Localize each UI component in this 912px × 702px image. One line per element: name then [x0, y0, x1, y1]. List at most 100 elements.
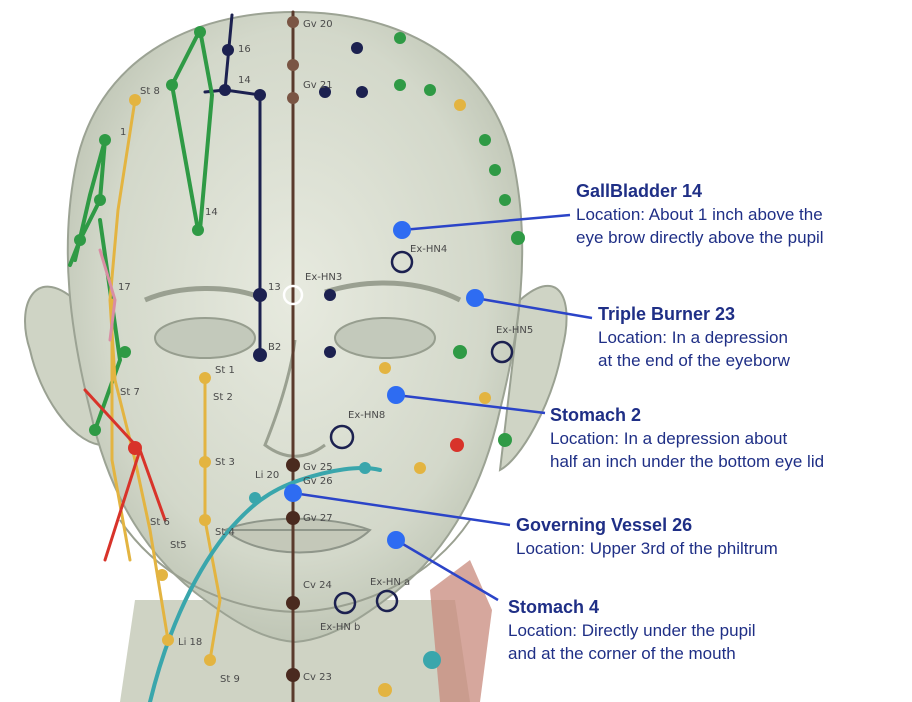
callout-location: Location: About 1 inch above the: [576, 203, 824, 226]
point-label: 16: [238, 44, 251, 55]
point-label: St 9: [220, 674, 240, 685]
large-intestine-point: [423, 651, 441, 669]
point-label: Li 18: [178, 637, 202, 648]
gallbladder-point: [424, 84, 436, 96]
point-label: St 7: [120, 387, 140, 398]
callout-triple-burner-23: Triple Burner 23 Location: In a depressi…: [598, 303, 790, 372]
bladder-point: [253, 348, 267, 362]
point-label: Ex-HN4: [410, 244, 447, 255]
callout-governing-vessel-26: Governing Vessel 26 Location: Upper 3rd …: [516, 514, 778, 560]
bladder-point: [219, 84, 231, 96]
bladder-point: [356, 86, 368, 98]
bladder-point: [254, 89, 266, 101]
gallbladder-point: [94, 194, 106, 206]
point-label: St 2: [213, 392, 233, 403]
point-label: 14: [238, 75, 251, 86]
gallbladder-point: [394, 32, 406, 44]
point-label: St 3: [215, 457, 235, 468]
gallbladder-point: [194, 26, 206, 38]
red-point: [128, 441, 142, 455]
point-label: St 1: [215, 365, 235, 376]
gallbladder-point: [498, 433, 512, 447]
marker-stomach-4: [387, 531, 405, 549]
point-label: Li 20: [255, 470, 279, 481]
callout-title: Triple Burner 23: [598, 303, 790, 326]
stomach-point: [156, 569, 168, 581]
stomach-point: [378, 683, 392, 697]
gallbladder-point: [74, 234, 86, 246]
bladder-point: [222, 44, 234, 56]
gv-point: [286, 458, 300, 472]
callout-title: Stomach 4: [508, 596, 756, 619]
marker-gallbladder-14: [393, 221, 411, 239]
callout-stomach-4: Stomach 4 Location: Directly under the p…: [508, 596, 756, 665]
point-label: Gv 21: [303, 80, 333, 91]
gv-point: [287, 59, 299, 71]
callout-location: at the end of the eyeborw: [598, 349, 790, 372]
point-label: Gv 27: [303, 513, 333, 524]
large-intestine-point: [249, 492, 261, 504]
callout-location: eye brow directly above the pupil: [576, 226, 824, 249]
callout-title: GallBladder 14: [576, 180, 824, 203]
gallbladder-point: [192, 224, 204, 236]
cv-point: [286, 668, 300, 682]
stomach-point: [379, 362, 391, 374]
cv-point: [286, 596, 300, 610]
gallbladder-point: [479, 134, 491, 146]
point-label: Ex-HN b: [320, 622, 360, 633]
point-label: St 6: [150, 517, 170, 528]
marker-triple-burner-23: [466, 289, 484, 307]
point-label: Gv 26: [303, 476, 333, 487]
point-label: B2: [268, 342, 281, 353]
bladder-point: [324, 346, 336, 358]
point-label: 17: [118, 282, 131, 293]
eye-left: [155, 318, 255, 358]
callout-gallbladder-14: GallBladder 14 Location: About 1 inch ab…: [576, 180, 824, 249]
callout-title: Stomach 2: [550, 404, 824, 427]
point-label: Gv 25: [303, 462, 333, 473]
gallbladder-point: [453, 345, 467, 359]
gallbladder-point: [511, 231, 525, 245]
bladder-point: [324, 289, 336, 301]
gallbladder-point: [119, 346, 131, 358]
stomach-point: [162, 634, 174, 646]
bladder-point: [253, 288, 267, 302]
eye-right: [335, 318, 435, 358]
callout-location: Location: In a depression: [598, 326, 790, 349]
point-label: Ex-HN8: [348, 410, 385, 421]
stomach-point: [199, 514, 211, 526]
callout-location: half an inch under the bottom eye lid: [550, 450, 824, 473]
stomach-point: [199, 372, 211, 384]
gallbladder-point: [499, 194, 511, 206]
callout-stomach-2: Stomach 2 Location: In a depression abou…: [550, 404, 824, 473]
large-intestine-point: [359, 462, 371, 474]
callout-location: Location: Upper 3rd of the philtrum: [516, 537, 778, 560]
point-label: St 8: [140, 86, 160, 97]
point-label: Ex-HN5: [496, 325, 533, 336]
gallbladder-point: [89, 424, 101, 436]
gallbladder-point: [166, 79, 178, 91]
point-label: St5: [170, 540, 187, 551]
red-point: [450, 438, 464, 452]
callout-location: and at the corner of the mouth: [508, 642, 756, 665]
stomach-point: [204, 654, 216, 666]
callout-location: Location: In a depression about: [550, 427, 824, 450]
gv-point: [287, 16, 299, 28]
point-label: 13: [268, 282, 281, 293]
point-label: Cv 23: [303, 672, 332, 683]
stomach-point: [199, 456, 211, 468]
point-label: Cv 24: [303, 580, 332, 591]
gallbladder-point: [489, 164, 501, 176]
callout-title: Governing Vessel 26: [516, 514, 778, 537]
marker-stomach-2: [387, 386, 405, 404]
gv-point: [287, 92, 299, 104]
stomach-point: [479, 392, 491, 404]
marker-governing-vessel-26: [284, 484, 302, 502]
point-label: 14: [205, 207, 218, 218]
point-label: Ex-HN3: [305, 272, 342, 283]
point-label: Ex-HN a: [370, 577, 410, 588]
stomach-point: [414, 462, 426, 474]
callout-location: Location: Directly under the pupil: [508, 619, 756, 642]
point-label: Gv 20: [303, 19, 333, 30]
bladder-point: [351, 42, 363, 54]
